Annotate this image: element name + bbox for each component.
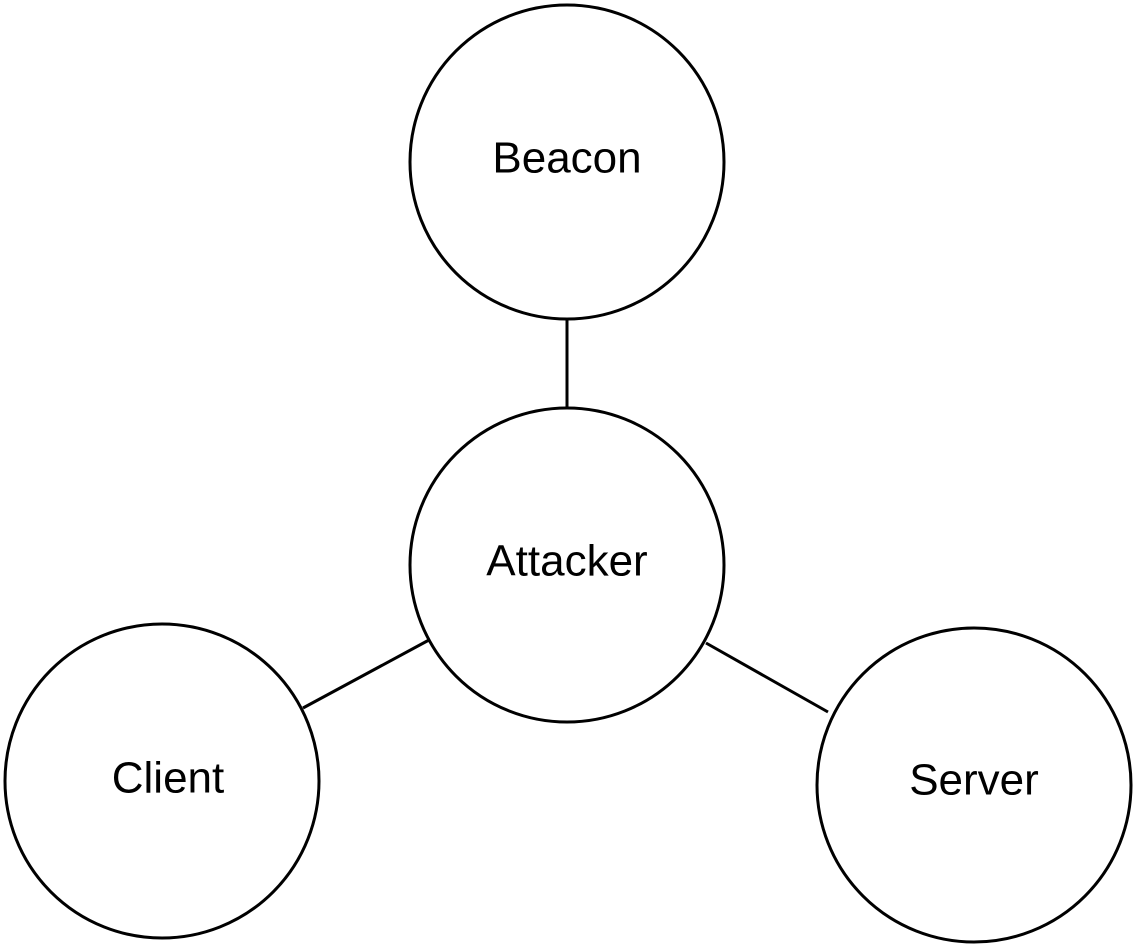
edge-attacker-client	[302, 638, 430, 710]
edge-attacker-server	[705, 641, 829, 714]
node-attacker-label: Attacker	[486, 537, 647, 586]
node-server-label: Server	[909, 756, 1039, 805]
node-layer: Beacon Attacker Client Server	[3, 3, 1133, 944]
node-client-label: Client	[112, 754, 225, 803]
node-client-circle[interactable]	[3, 622, 321, 940]
node-server[interactable]: Server	[815, 626, 1133, 944]
node-client[interactable]: Client	[3, 622, 321, 940]
node-beacon-label: Beacon	[492, 134, 641, 183]
edge-layer	[302, 319, 829, 714]
node-beacon[interactable]: Beacon	[408, 3, 726, 321]
node-attacker[interactable]: Attacker	[408, 406, 726, 724]
node-beacon-circle[interactable]	[408, 3, 726, 321]
node-server-circle[interactable]	[815, 626, 1133, 944]
node-attacker-circle[interactable]	[408, 406, 726, 724]
